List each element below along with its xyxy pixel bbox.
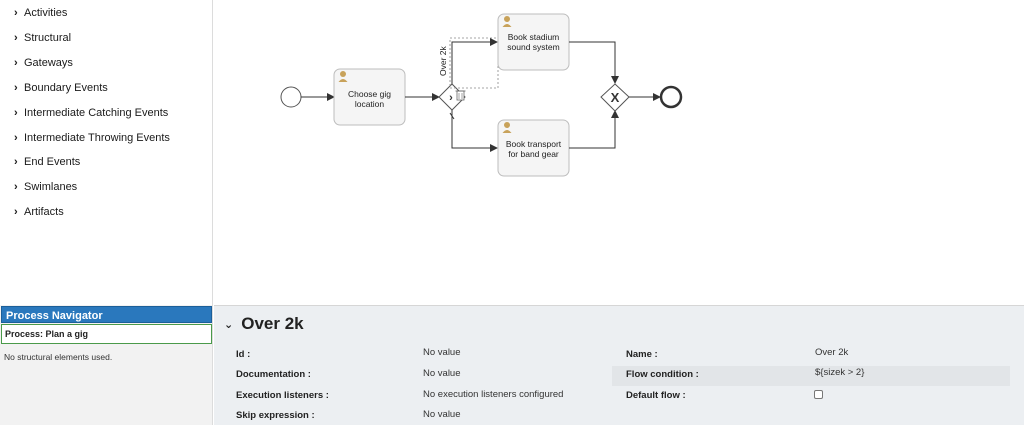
default-flow-checkbox[interactable]	[814, 390, 823, 399]
default-flow-marker	[449, 112, 455, 120]
user-task-icon	[502, 122, 512, 133]
name-value[interactable]: Over 2k	[815, 347, 849, 358]
id-value[interactable]: No value	[423, 347, 461, 358]
task-label-line: for band gear	[508, 149, 559, 159]
user-task-icon	[338, 71, 348, 82]
palette-group-boundary-events[interactable]: › Boundary Events	[14, 82, 108, 94]
start-event[interactable]	[280, 86, 302, 108]
bpmn-diagram: Choose gig location › Over 2k	[280, 13, 683, 177]
flow-condition-row	[612, 366, 1010, 386]
palette-group-label: Activities	[24, 7, 68, 19]
palette-group-end-events[interactable]: › End Events	[14, 156, 80, 168]
skip-expression-value[interactable]: No value	[423, 409, 461, 420]
properties-header[interactable]: ⌄ Over 2k	[224, 314, 304, 334]
default-flow-label: Default flow :	[626, 390, 686, 401]
sequence-flow[interactable]	[569, 110, 619, 149]
task-label-line: location	[355, 99, 385, 109]
documentation-value[interactable]: No value	[423, 368, 461, 379]
flow-condition-value[interactable]: ${sizek > 2}	[815, 367, 865, 378]
palette-group-label: End Events	[24, 156, 81, 168]
task-label-line: Book stadium	[508, 32, 560, 42]
process-navigator: Process Navigator Process: Plan a gig No…	[0, 305, 213, 425]
chevron-right-icon: ›	[14, 32, 18, 44]
palette-group-artifacts[interactable]: › Artifacts	[14, 206, 64, 218]
shape-palette: › Activities › Structural › Gateways › B…	[0, 0, 213, 305]
chevron-right-icon: ›	[14, 57, 18, 69]
task-book-stadium-sound-system[interactable]: Book stadium sound system	[497, 13, 570, 71]
end-event[interactable]	[659, 85, 683, 109]
sequence-flow-over-2k[interactable]: Over 2k	[438, 37, 499, 89]
palette-group-gateways[interactable]: › Gateways	[14, 57, 73, 69]
chevron-right-icon: ›	[14, 206, 18, 218]
palette-group-label: Intermediate Catching Events	[24, 107, 169, 119]
palette-group-label: Structural	[24, 32, 72, 44]
chevron-down-icon[interactable]: ⌄	[224, 318, 234, 331]
properties-title: Over 2k	[241, 314, 304, 333]
svg-text:›: ›	[449, 92, 453, 104]
task-choose-gig-location[interactable]: Choose gig location	[333, 68, 406, 126]
navigator-process-item[interactable]: Process: Plan a gig	[1, 324, 212, 344]
process-navigator-title: Process Navigator	[1, 306, 212, 323]
palette-group-intermediate-catching-events[interactable]: › Intermediate Catching Events	[14, 107, 168, 119]
palette-group-label: Artifacts	[24, 206, 64, 218]
execution-listeners-label: Execution listeners :	[236, 390, 329, 401]
documentation-label: Documentation :	[236, 369, 311, 380]
palette-group-activities[interactable]: › Activities	[14, 7, 67, 19]
palette-group-swimlanes[interactable]: › Swimlanes	[14, 181, 77, 193]
palette-group-intermediate-throwing-events[interactable]: › Intermediate Throwing Events	[14, 132, 170, 144]
chevron-right-icon: ›	[14, 82, 18, 94]
flow-label: Over 2k	[438, 45, 448, 76]
exclusive-gateway-join[interactable]: X	[600, 83, 630, 112]
trash-icon[interactable]	[455, 90, 466, 101]
chevron-right-icon: ›	[14, 132, 18, 144]
properties-panel: ⌄ Over 2k Id : No value Documentation : …	[214, 305, 1024, 425]
palette-group-label: Swimlanes	[24, 181, 78, 193]
palette-group-label: Boundary Events	[24, 82, 108, 94]
chevron-right-icon: ›	[14, 156, 18, 168]
palette-group-structural[interactable]: › Structural	[14, 32, 71, 44]
user-task-icon	[502, 16, 512, 27]
task-label-line: sound system	[507, 42, 559, 52]
skip-expression-label: Skip expression :	[236, 410, 315, 421]
task-label-line: Book transport	[506, 139, 562, 149]
chevron-right-icon: ›	[14, 107, 18, 119]
chevron-right-icon: ›	[14, 181, 18, 193]
task-book-transport-for-band-gear[interactable]: Book transport for band gear	[497, 119, 570, 177]
navigator-empty-message: No structural elements used.	[4, 352, 113, 362]
name-label: Name :	[626, 349, 658, 360]
sequence-flow[interactable]	[451, 110, 498, 152]
palette-group-label: Intermediate Throwing Events	[24, 132, 170, 144]
id-label: Id :	[236, 349, 251, 360]
flow-condition-label: Flow condition :	[626, 369, 699, 380]
svg-text:X: X	[611, 90, 620, 105]
task-label-line: Choose gig	[348, 89, 391, 99]
sequence-flow[interactable]	[569, 41, 619, 84]
diagram-canvas[interactable]: Choose gig location › Over 2k	[214, 0, 1024, 305]
execution-listeners-value[interactable]: No execution listeners configured	[423, 389, 564, 400]
palette-group-label: Gateways	[24, 57, 73, 69]
chevron-right-icon: ›	[14, 7, 18, 19]
